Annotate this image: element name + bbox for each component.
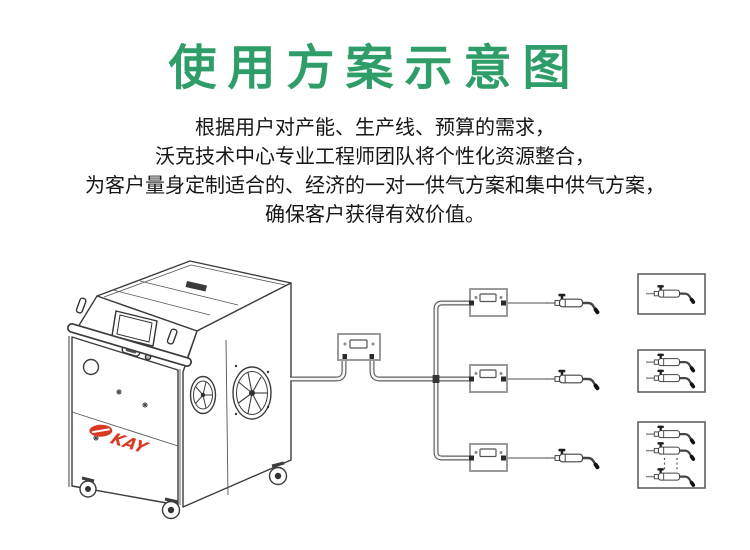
description-line-1: 根据用户对产能、生产线、预算的需求， [195,115,555,139]
description-line-2: 沃克技术中心专业工程师团队将个性化资源整合， [155,144,595,168]
manifold-cross-connector [432,375,440,383]
flow-meter-box-middle [469,364,508,393]
welding-torch-middle [544,367,600,391]
torch-group-frame-2 [637,349,706,393]
console-lug-right [166,328,178,345]
torch-group-frame-3 [637,421,706,489]
inline-regulator-box [337,333,381,361]
welding-torch-bottom [544,446,600,470]
description-line-3: 为客户量身定制适合的、经济的一对一供气方案和集中供气方案， [85,173,665,197]
main-gas-line [290,360,347,382]
machine-top-handle [185,281,207,292]
page-title: 使用方案示意图 [168,40,582,96]
front-port-hole [82,358,100,376]
description-line-4: 确保客户获得有效价值。 [265,202,485,226]
fan-grille-large-icon [232,364,272,420]
ellipsis-dotted-lines [663,458,678,471]
machine-illustration: KAY [67,260,292,520]
flow-meter-box-top [469,288,508,317]
fan-grille-small-icon [189,375,217,415]
welding-torch-top [544,291,600,315]
flow-meter-box-bottom [469,443,508,472]
caster-wheels [79,461,288,520]
description-block: 根据用户对产能、生产线、预算的需求， 沃克技术中心专业工程师团队将个性化资源整合… [0,113,750,229]
gas-piping [290,300,470,461]
console-lug-left [75,297,87,314]
torch-group-frame-1 [637,273,706,315]
